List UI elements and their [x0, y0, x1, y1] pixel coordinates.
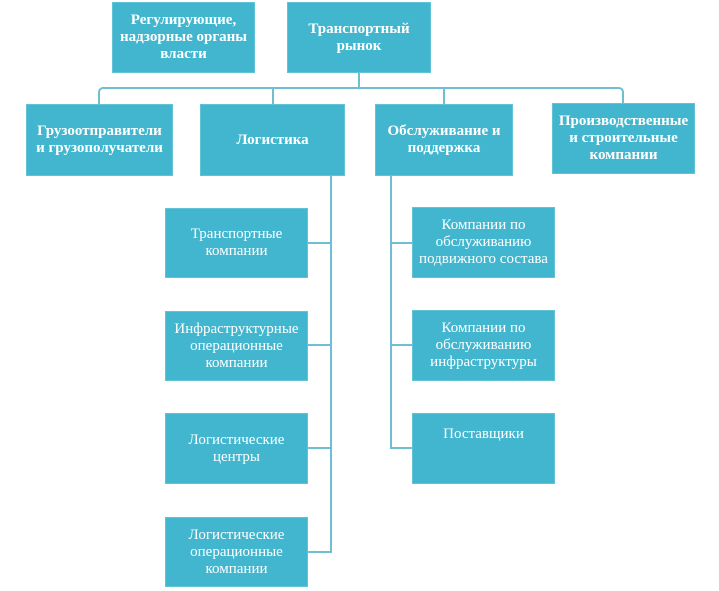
- node-transport-companies: Транспортные компании: [165, 208, 308, 278]
- connector-bus: [98, 87, 624, 104]
- connector-market-stub: [358, 73, 360, 88]
- connector-tick-transport-companies: [308, 242, 330, 244]
- node-service-support: Обслуживание и поддержка: [375, 104, 513, 176]
- connector-tick-logistics-operating: [308, 551, 330, 553]
- node-logistics-centers: Логистические центры: [165, 413, 308, 484]
- node-shippers: Грузоотправители и грузополучатели: [26, 104, 173, 176]
- connector-logistics-branch: [330, 176, 332, 553]
- node-logistics-operating: Логистические операционные компании: [165, 517, 308, 587]
- node-label: Инфраструктурные операционные компании: [174, 320, 299, 371]
- connector-service-branch: [390, 176, 392, 449]
- node-suppliers: Поставщики: [412, 413, 555, 484]
- connector-tick-infrastructure-service: [392, 344, 412, 346]
- node-label: Транспортный рынок: [308, 20, 410, 54]
- node-label: Транспортные компании: [190, 226, 283, 259]
- node-label: Логистические операционные компании: [188, 526, 285, 577]
- node-transport-market: Транспортный рынок: [287, 2, 431, 73]
- node-label: Логистика: [236, 131, 309, 148]
- node-infrastructure-operating: Инфраструктурные операционные компании: [165, 311, 308, 381]
- node-label: Производственные и строительные компании: [558, 113, 689, 163]
- node-infrastructure-service: Компании по обслуживанию инфраструктуры: [412, 310, 555, 381]
- node-label: Поставщики: [443, 426, 524, 442]
- node-label: Компании по обслуживанию подвижного сост…: [419, 217, 548, 267]
- connector-drop-logistics: [272, 88, 274, 104]
- node-label: Логистические центры: [188, 431, 285, 465]
- node-label: Обслуживание и поддержка: [387, 123, 501, 156]
- node-label: Компании по обслуживанию инфраструктуры: [430, 320, 537, 370]
- node-regulators: Регулирующие, надзорные органы власти: [112, 2, 255, 73]
- node-label: Регулирующие, надзорные органы власти: [120, 12, 247, 62]
- connector-tick-infrastructure-operating: [308, 344, 330, 346]
- connector-tick-logistics-centers: [308, 447, 330, 449]
- connector-tick-suppliers: [392, 447, 412, 449]
- node-production-construction: Производственные и строительные компании: [552, 103, 695, 174]
- connector-tick-rolling-stock-service: [392, 242, 412, 244]
- node-label: Грузоотправители и грузополучатели: [36, 123, 163, 156]
- node-rolling-stock-service: Компании по обслуживанию подвижного сост…: [412, 207, 555, 278]
- connector-drop-service: [443, 88, 445, 104]
- node-logistics: Логистика: [200, 104, 345, 176]
